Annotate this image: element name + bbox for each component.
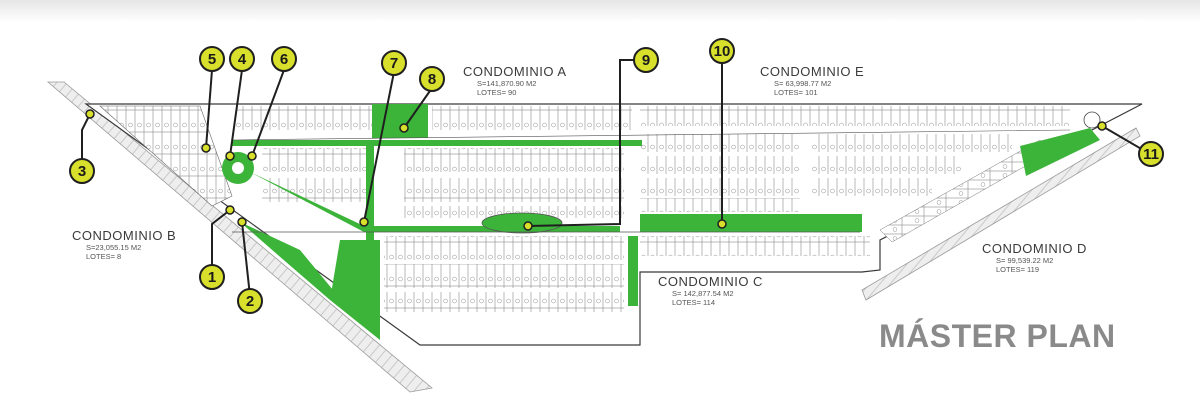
marker-5[interactable]: 5 <box>199 46 225 72</box>
lots-c-row3 <box>384 292 624 312</box>
marker-8[interactable]: 8 <box>419 66 445 92</box>
condominio-d-name: CONDOMINIO D <box>982 241 1087 256</box>
condominio-b-label: CONDOMINIO B S=23,055.15 M2 LOTES= 8 <box>72 228 176 261</box>
green-west-strip <box>240 222 338 300</box>
lots-e-row4 <box>640 198 800 212</box>
condominio-d-area: S= 99,539.22 M2 <box>996 256 1054 265</box>
marker-10[interactable]: 10 <box>709 38 735 64</box>
lots-c-row1 <box>384 236 624 260</box>
marker-4[interactable]: 4 <box>229 46 255 72</box>
page-title: MÁSTER PLAN <box>879 318 1116 354</box>
green-east-corner <box>1020 128 1100 176</box>
lots-e-row2 <box>640 156 800 174</box>
marker-11[interactable]: 11 <box>1138 141 1164 167</box>
cul-de-sac <box>1083 111 1101 129</box>
condominio-b-area: S=23,055.15 M2 <box>86 243 142 252</box>
lots-row-top-e <box>640 106 1070 126</box>
marker-6[interactable]: 6 <box>271 46 297 72</box>
top-shadow-bar <box>0 0 1200 22</box>
condominio-c-label: CONDOMINIO C S= 142,877.54 M2 LOTES= 114 <box>658 274 763 307</box>
condominio-e-label: CONDOMINIO E S= 63,998.77 M2 LOTES= 101 <box>760 64 864 97</box>
green-lower-wedge <box>330 240 380 340</box>
green-area-8 <box>372 104 428 138</box>
lots-row-top-a <box>236 106 374 130</box>
condominio-e-name: CONDOMINIO E <box>760 64 865 79</box>
highway-right <box>861 127 1141 301</box>
lots-c-row4 <box>640 236 870 256</box>
condominio-a-name: CONDOMINIO A <box>463 64 567 79</box>
lots-c-row2 <box>384 264 624 288</box>
green-main-lane <box>640 214 862 232</box>
condominio-a-area: S=141,870.90 M2 <box>477 79 537 88</box>
lots-a-row5 <box>404 206 624 218</box>
condominio-c-name: CONDOMINIO C <box>658 274 763 289</box>
green-boulevard <box>250 172 620 232</box>
lots-a-row2 <box>262 178 372 202</box>
condominio-d-lotes: LOTES= 119 <box>996 265 1040 274</box>
condominio-c-lotes: LOTES= 114 <box>672 298 716 307</box>
marker-1[interactable]: 1 <box>199 264 225 290</box>
marker-2[interactable]: 2 <box>237 288 263 314</box>
lots-e-row3 <box>640 178 800 196</box>
marker-9[interactable]: 9 <box>633 47 659 73</box>
condominio-e-lotes: LOTES= 101 <box>774 88 818 97</box>
lots-e-row1 <box>640 134 800 152</box>
central-roundabout <box>481 212 563 234</box>
condominio-a-label: CONDOMINIO A S=141,870.90 M2 LOTES= 90 <box>463 64 567 97</box>
condominio-b-lots <box>99 105 233 207</box>
lots-e-row5 <box>812 134 1012 152</box>
green-c-divider <box>628 236 638 306</box>
green-central-strip <box>232 140 642 146</box>
lots-row-top-a2 <box>432 106 632 130</box>
lots-e-row6 <box>812 156 962 174</box>
condominio-c-area: S= 142,877.54 M2 <box>672 289 734 298</box>
highway-left <box>46 81 433 393</box>
lots-a-row3 <box>404 148 624 172</box>
condominio-e-area: S= 63,998.77 M2 <box>774 79 832 88</box>
marker-7[interactable]: 7 <box>381 50 407 76</box>
marker-3[interactable]: 3 <box>69 158 95 184</box>
lots-a-row4 <box>404 178 624 202</box>
condominio-d-label: CONDOMINIO D S= 99,539.22 M2 LOTES= 119 <box>982 241 1087 274</box>
condominio-b-lotes: LOTES= 8 <box>86 252 122 261</box>
lots-e-row7 <box>812 178 932 196</box>
lots-a-row1 <box>262 148 372 172</box>
condominio-b-name: CONDOMINIO B <box>72 228 177 243</box>
condominio-a-lotes: LOTES= 90 <box>477 88 517 97</box>
